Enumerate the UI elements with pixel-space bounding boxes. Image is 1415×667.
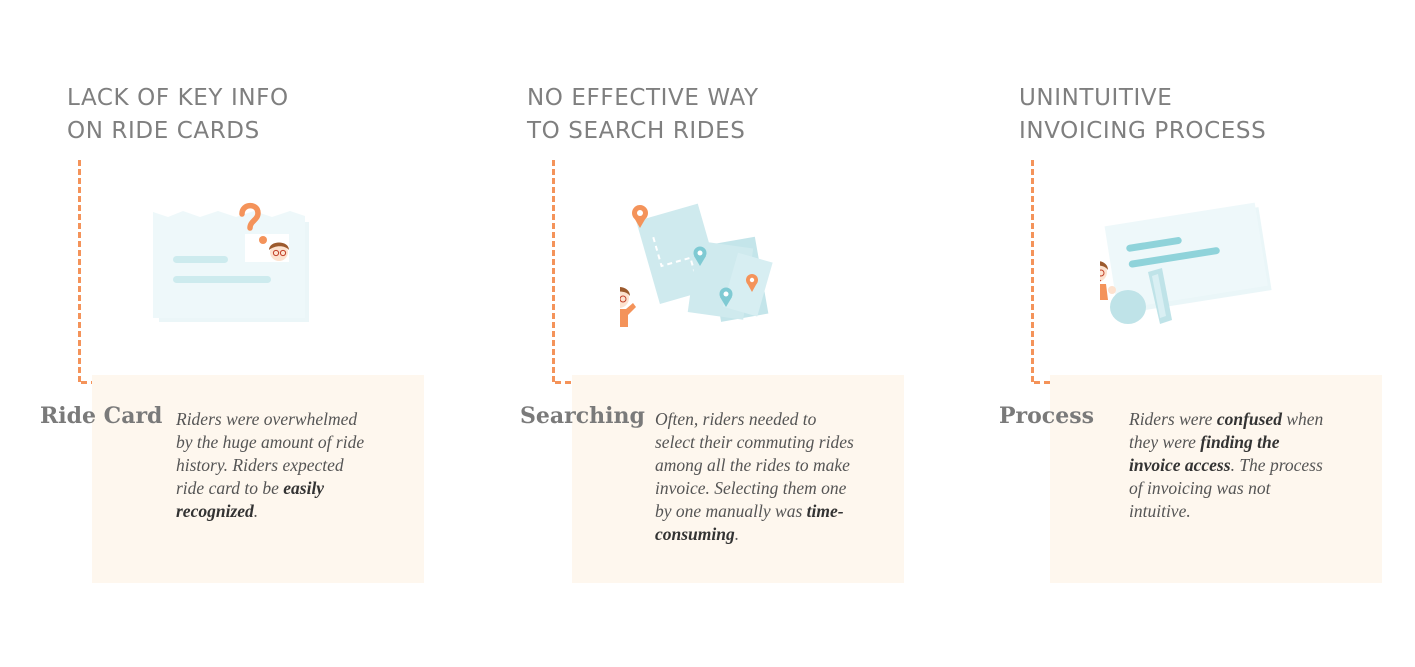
pain-point-ride-card: LACK OF KEY INFO ON RIDE CARDS Ride Card… bbox=[0, 0, 470, 667]
heading-line-2: INVOICING PROCESS bbox=[1019, 118, 1267, 144]
desc-text: Riders were bbox=[1129, 409, 1217, 429]
description-card bbox=[92, 375, 424, 583]
desc-text: when they were bbox=[1129, 409, 1324, 452]
label-searching: Searching bbox=[520, 403, 645, 429]
ride-card-illustration bbox=[153, 202, 309, 322]
desc-text: Often, riders needed to select their com… bbox=[655, 409, 854, 521]
invoice-line-long bbox=[1128, 247, 1220, 268]
dashed-connector-line bbox=[1031, 160, 1034, 382]
label-ride-card: Ride Card bbox=[40, 403, 163, 429]
heading-line-1: UNINTUITIVE bbox=[1019, 85, 1173, 111]
dashed-connector-arrow-line bbox=[81, 381, 97, 384]
heading-line-1: NO EFFECTIVE WAY bbox=[527, 85, 759, 111]
invoice-process-illustration bbox=[1100, 202, 1272, 324]
desc-text: . The process of invoicing was not intui… bbox=[1129, 455, 1323, 521]
map-pin-icon bbox=[746, 274, 758, 292]
desc-emphasis: finding the invoice access bbox=[1129, 432, 1280, 475]
heading-line-1: LACK OF KEY INFO bbox=[67, 85, 289, 111]
ride-card-line-long bbox=[173, 276, 271, 283]
desc-text: . bbox=[734, 524, 740, 544]
rider-avatar-icon bbox=[1100, 261, 1116, 300]
invoice-line-short bbox=[1126, 237, 1182, 252]
desc-text: Riders were overwhelmed by the huge amou… bbox=[176, 409, 365, 498]
dashed-connector-line bbox=[78, 160, 81, 382]
description-process: Riders were confused when they were find… bbox=[1129, 408, 1329, 523]
ride-card-line-short bbox=[173, 256, 228, 263]
map-pin-icon bbox=[719, 287, 733, 307]
search-rides-illustration bbox=[620, 203, 773, 327]
map-pin-icon bbox=[632, 205, 648, 228]
description-ride-card: Riders were overwhelmed by the huge amou… bbox=[176, 408, 376, 523]
dashed-connector-line bbox=[552, 160, 555, 382]
pain-point-searching: NO EFFECTIVE WAY TO SEARCH RIDES bbox=[480, 0, 950, 667]
heading-line-2: ON RIDE CARDS bbox=[67, 118, 260, 144]
description-searching: Often, riders needed to select their com… bbox=[655, 408, 855, 546]
desc-emphasis: time-consuming bbox=[655, 501, 844, 544]
heading-line-2: TO SEARCH RIDES bbox=[527, 118, 746, 144]
map-pin-icon bbox=[693, 246, 707, 266]
dashed-connector-arrow-line bbox=[1034, 381, 1050, 384]
rider-avatar-icon bbox=[620, 287, 636, 327]
desc-emphasis: confused bbox=[1216, 409, 1282, 429]
rider-avatar-icon bbox=[269, 242, 289, 261]
heading-invoicing-process: UNINTUITIVE INVOICING PROCESS bbox=[1019, 82, 1266, 148]
description-card bbox=[1050, 375, 1382, 583]
desc-emphasis: easily recognized bbox=[176, 478, 325, 521]
pain-point-process: UNINTUITIVE INVOICING PROCESS Process bbox=[960, 0, 1415, 667]
label-process: Process bbox=[999, 403, 1094, 429]
dashed-connector-arrow-line bbox=[555, 381, 571, 384]
question-mark-icon bbox=[239, 202, 267, 244]
description-card bbox=[572, 375, 904, 583]
heading-ride-cards: LACK OF KEY INFO ON RIDE CARDS bbox=[67, 82, 289, 148]
desc-text: . bbox=[253, 501, 259, 521]
magnifier-icon bbox=[1110, 268, 1172, 324]
heading-search-rides: NO EFFECTIVE WAY TO SEARCH RIDES bbox=[527, 82, 759, 148]
